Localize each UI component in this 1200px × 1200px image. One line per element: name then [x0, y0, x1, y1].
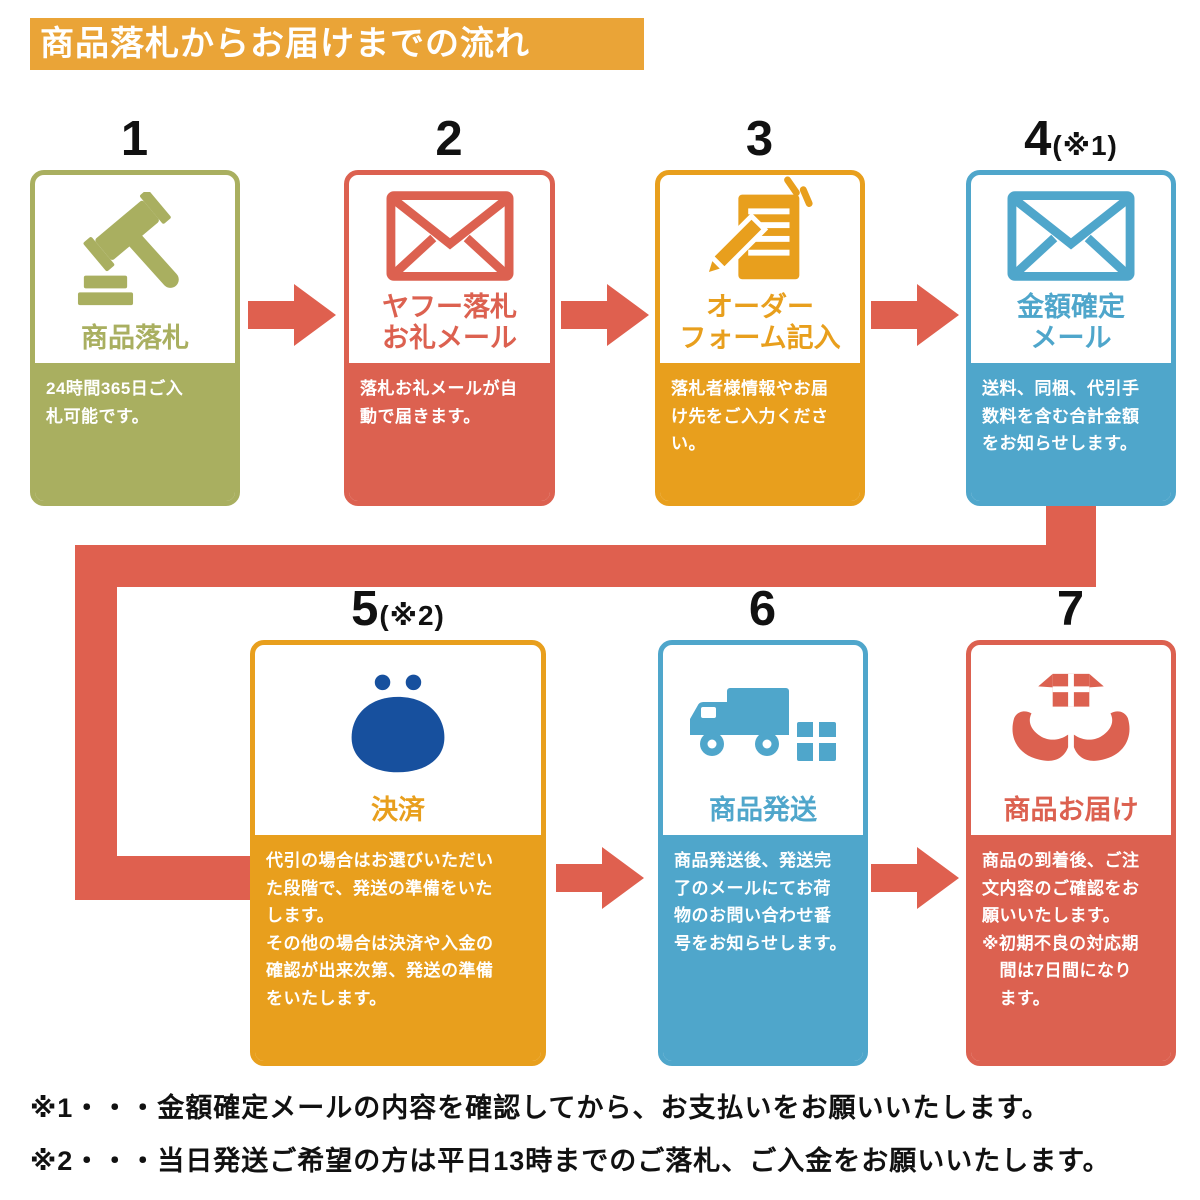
step-card-thanks-mail: ヤフー落札 お礼メール 落札お礼メールが自 動で届きます。	[344, 170, 555, 506]
arrow-right-icon	[556, 847, 644, 909]
page-title-banner: 商品落札からお届けまでの流れ	[30, 18, 644, 70]
step-number-6: 6	[748, 582, 778, 636]
step-card-shipping: 商品発送 商品発送後、発送完 了のメールにてお荷 物のお問い合わせ番 号をお知ら…	[658, 640, 868, 1066]
step-card-auction: 商品落札 24時間365日ご入 札可能です。	[30, 170, 240, 506]
step-number-7: 7	[1056, 582, 1086, 636]
flow-connector-top	[75, 545, 1096, 587]
page-title: 商品落札からお届けまでの流れ	[40, 25, 530, 63]
step-number-5: 5(※2)	[351, 582, 445, 636]
step-title: 商品お届け	[1003, 794, 1139, 825]
footnotes: ※1・・・金額確定メールの内容を確認してから、お支払いをお願いいたします。 ※2…	[30, 1093, 1180, 1199]
step-description: 商品の到着後、ご注 文内容のご確認をお 願いいたします。 ※初期不良の対応期 間…	[971, 835, 1171, 1061]
arrow-right-icon	[871, 284, 959, 346]
step-number-2: 2	[435, 112, 464, 166]
step-card-order-form: オーダー フォーム記入 落札者様情報やお届 け先をご入力くださ い。	[655, 170, 865, 506]
mail-icon	[1007, 175, 1135, 292]
flow-connector-stub	[1046, 500, 1096, 552]
form-pencil-icon	[701, 175, 819, 292]
mail-icon	[385, 175, 514, 292]
step-description: 送料、同梱、代引手 数料を含む合計金額 をお知らせします。	[971, 363, 1171, 501]
step-card-payment: 決済 代引の場合はお選びいただい た段階で、発送の準備をいた します。 その他の…	[250, 640, 546, 1066]
step-title: オーダー フォーム記入	[679, 291, 841, 353]
truck-icon	[687, 645, 839, 795]
arrow-right-icon	[871, 847, 959, 909]
flow-connector-bottom	[75, 856, 255, 900]
step-number-1: 1	[120, 112, 150, 166]
step-card-price-mail: 金額確定 メール 送料、同梱、代引手 数料を含む合計金額 をお知らせします。	[966, 170, 1176, 506]
step-title: 商品落札	[81, 322, 189, 353]
step-number-4: 4(※1)	[1024, 112, 1118, 166]
step-description: 落札者様情報やお届 け先をご入力くださ い。	[660, 363, 860, 501]
step-title: ヤフー落札 お礼メール	[382, 291, 517, 353]
step-title: 商品発送	[709, 794, 817, 825]
step-number-3: 3	[745, 112, 775, 166]
arrow-right-icon	[248, 284, 336, 346]
step-description: 商品発送後、発送完 了のメールにてお荷 物のお問い合わせ番 号をお知らせします。	[663, 835, 863, 1061]
step-title: 決済	[371, 794, 425, 825]
arrow-right-icon	[561, 284, 649, 346]
footnote-1: ※1・・・金額確定メールの内容を確認してから、お支払いをお願いいたします。	[30, 1093, 1050, 1123]
step-description: 落札お礼メールが自 動で届きます。	[349, 363, 550, 501]
footnote-2: ※2・・・当日発送ご希望の方は平日13時までのご落札、ご入金をお願いいたします。	[30, 1145, 1111, 1176]
gavel-icon	[76, 175, 194, 323]
purse-icon	[340, 645, 456, 795]
hands-box-icon	[1008, 645, 1134, 795]
step-card-delivery: 商品お届け 商品の到着後、ご注 文内容のご確認をお 願いいたします。 ※初期不良…	[966, 640, 1176, 1066]
step-title: 金額確定 メール	[1017, 291, 1125, 353]
step-description: 代引の場合はお選びいただい た段階で、発送の準備をいた します。 その他の場合は…	[255, 835, 541, 1061]
step-description: 24時間365日ご入 札可能です。	[35, 363, 235, 501]
flow-connector-left	[75, 545, 117, 900]
